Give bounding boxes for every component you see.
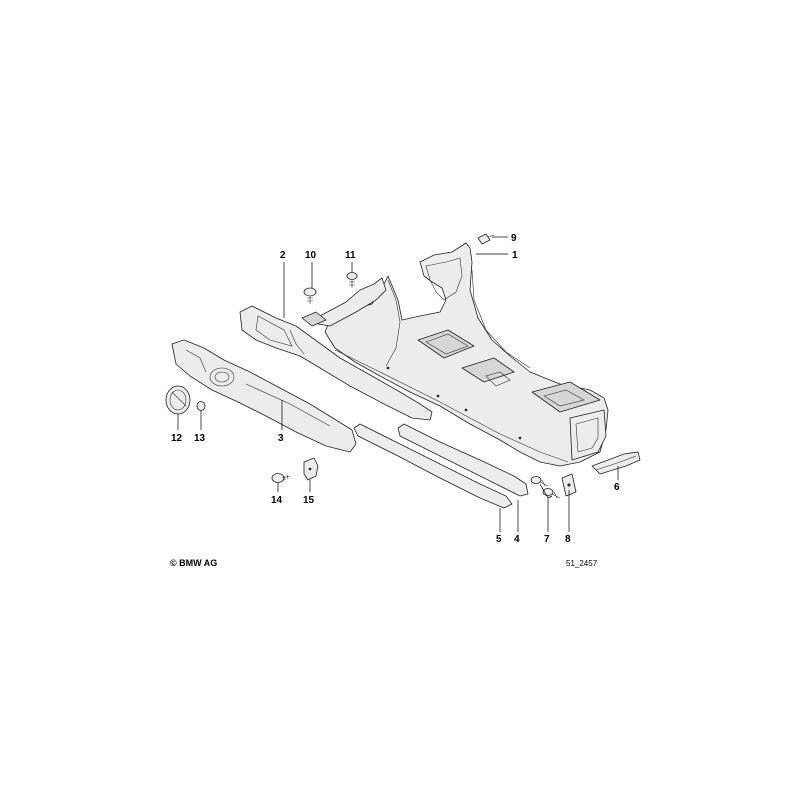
callout-8: 8: [565, 534, 571, 545]
side-trim-panel-upper: [239, 305, 433, 421]
screw-11: [346, 272, 358, 288]
round-cover: [165, 385, 191, 415]
callout-labels: 1 2 3 4 5 6 7 8 9 10 11 12 13 14 15: [171, 233, 620, 545]
callout-13: 13: [194, 433, 206, 444]
mounting-bracket: [561, 473, 577, 497]
clip-13: [196, 401, 206, 411]
copyright-label: © BMW AG: [170, 558, 217, 568]
screw-10: [303, 287, 317, 304]
callout-2: 2: [280, 250, 286, 261]
callout-5: 5: [496, 534, 502, 545]
center-console-body: [301, 242, 609, 467]
trim-strip-5: [353, 423, 513, 509]
screw-14: [271, 473, 291, 483]
callout-12: 12: [171, 433, 183, 444]
callout-9: 9: [511, 233, 517, 244]
callout-10: 10: [305, 250, 317, 261]
diagram-code: 51_2457: [566, 559, 598, 568]
screw-9: [477, 233, 495, 245]
callout-6: 6: [614, 482, 620, 493]
callout-3: 3: [278, 433, 284, 444]
callout-4: 4: [514, 534, 520, 545]
leader-lines: [177, 236, 619, 532]
rear-bracket: [591, 451, 641, 475]
leader-7: [539, 483, 553, 532]
callout-15: 15: [303, 495, 315, 506]
trim-strip-4: [397, 423, 529, 497]
side-trim-panel-lower: [171, 339, 357, 453]
callout-1: 1: [512, 250, 518, 261]
screw-7a: [530, 476, 549, 487]
callout-14: 14: [271, 495, 283, 506]
callout-7: 7: [544, 534, 550, 545]
callout-11: 11: [345, 250, 356, 261]
bracket-15: [303, 457, 319, 481]
